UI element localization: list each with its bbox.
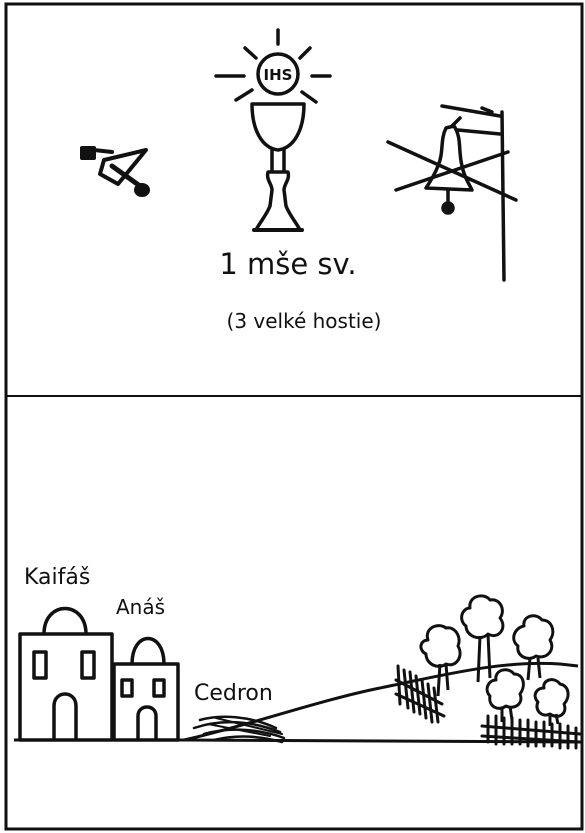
- host-circle: [256, 52, 300, 96]
- hammer-icon: [80, 146, 150, 197]
- anas-house-icon: [112, 636, 180, 742]
- bottom-panel: Kaifáš Anáš Cedron: [14, 565, 582, 750]
- crossed-bell-icon: [386, 104, 518, 282]
- hosts-label: (3 velké hostie): [227, 309, 382, 333]
- kaifas-house-icon: [18, 606, 114, 742]
- mass-label: 1 mše sv.: [219, 247, 356, 281]
- anas-label: Anáš: [116, 595, 165, 619]
- cedron-stream-icon: [192, 715, 286, 744]
- top-panel: IHS 1 mše sv. (3 velké hostie): [80, 28, 518, 333]
- kaifas-label: Kaifáš: [24, 565, 90, 590]
- olive-trees-icon: [419, 594, 570, 726]
- ihs-label: IHS: [264, 66, 293, 84]
- chalice-icon: [214, 28, 332, 232]
- garden-fence-icon: [394, 664, 582, 750]
- cedron-label: Cedron: [194, 681, 273, 706]
